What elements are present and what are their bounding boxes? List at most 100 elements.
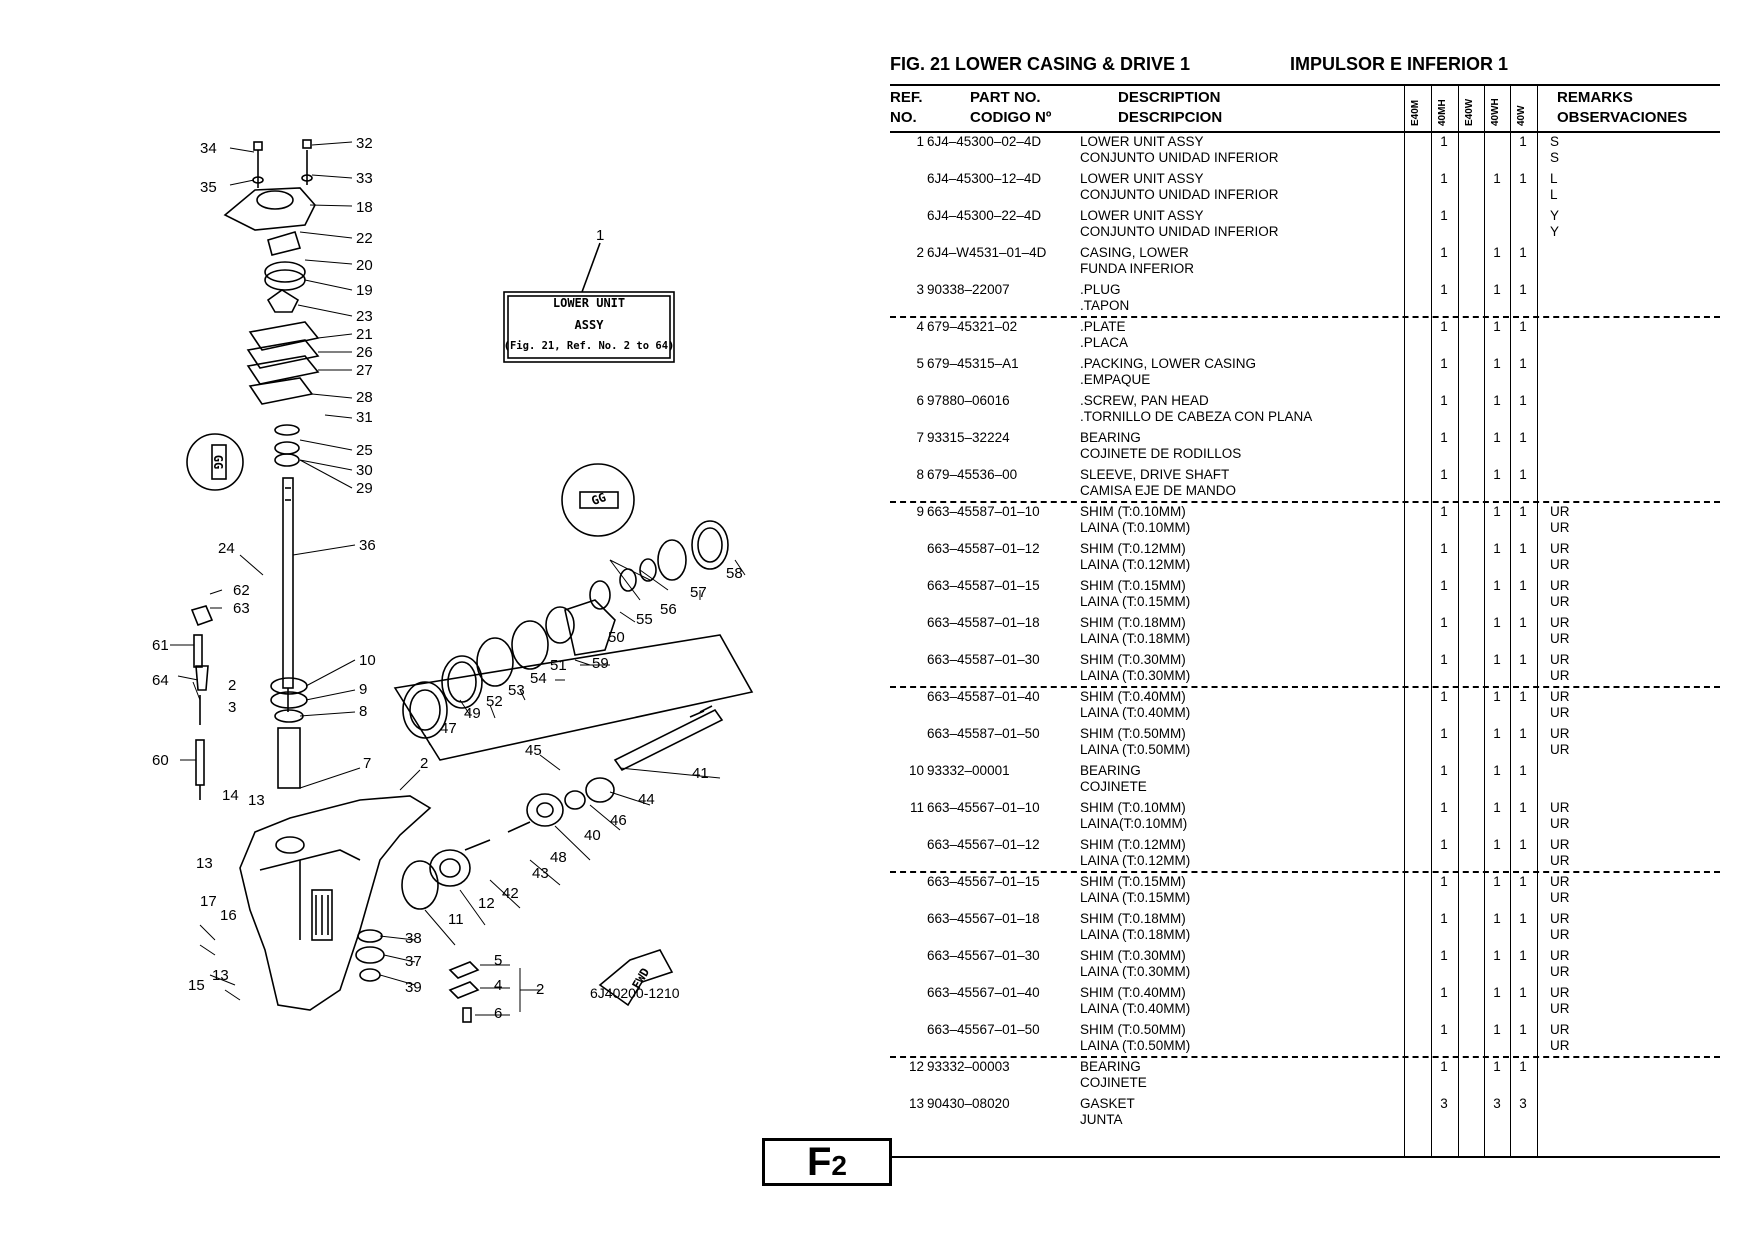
callout-39: 39 [405, 979, 422, 996]
quantity-cell: 1 [1440, 578, 1448, 593]
ref-number: 5 [916, 356, 924, 371]
quantity-cell: 1 [1440, 541, 1448, 556]
quantity-cell: 1 [1493, 319, 1501, 334]
ref-number: 3 [916, 282, 924, 297]
part-number: 93332–00003 [927, 1059, 1010, 1074]
quantity-cell: 1 [1519, 837, 1527, 852]
quantity-cell: 1 [1493, 948, 1501, 963]
part-number: 93315–32224 [927, 430, 1010, 445]
description-en: SHIM (T:0.12MM) [1080, 541, 1186, 556]
description-es: .TORNILLO DE CABEZA CON PLANA [1080, 409, 1313, 424]
callout-23: 23 [356, 308, 373, 325]
quantity-cell: 1 [1493, 245, 1501, 260]
callout-59: 59 [592, 655, 609, 672]
ref-number: 11 [909, 800, 924, 815]
description-es: .EMPAQUE [1080, 372, 1151, 387]
remark-code: L [1550, 187, 1558, 202]
callout-36: 36 [359, 537, 376, 554]
drive-shaft [282, 477, 294, 689]
quantity-cell: 1 [1519, 800, 1527, 815]
part-number: 6J4–45300–22–4D [927, 208, 1042, 223]
quantity-cell: 1 [1519, 578, 1527, 593]
stamp-line-2: ASSY [575, 318, 605, 332]
description-en: SHIM (T:0.30MM) [1080, 652, 1186, 667]
figure-title-spanish: IMPULSOR E INFERIOR 1 [1290, 54, 1509, 74]
description-es: LAINA(T:0.10MM) [1080, 816, 1188, 831]
quantity-cell: 1 [1519, 134, 1527, 149]
propeller-shaft [613, 708, 724, 772]
part-number: 6J4–45300–02–4D [927, 134, 1042, 149]
remark-code: UR [1550, 615, 1570, 630]
remark-code: UR [1550, 541, 1570, 556]
callout-43: 43 [532, 865, 549, 882]
part-number: 663–45587–01–12 [927, 541, 1040, 556]
part-number: 663–45567–01–40 [927, 985, 1040, 1000]
quantity-cell: 1 [1493, 911, 1501, 926]
callout-51: 51 [550, 657, 567, 674]
description-en: SHIM (T:0.50MM) [1080, 1022, 1186, 1037]
quantity-cell: 1 [1519, 726, 1527, 741]
ref-number: 4 [916, 319, 924, 334]
part-number: 663–45587–01–15 [927, 578, 1040, 593]
quantity-cell: 1 [1440, 689, 1448, 704]
remark-code: UR [1550, 557, 1570, 572]
quantity-cell: 1 [1440, 467, 1448, 482]
quantity-cell: 1 [1440, 282, 1448, 297]
col-divider [1404, 84, 1405, 1156]
quantity-cell: 1 [1493, 1022, 1501, 1037]
callout-31: 31 [356, 409, 373, 426]
quantity-cell: 1 [1493, 837, 1501, 852]
description-es: LAINA (T:0.30MM) [1080, 668, 1191, 683]
col-ref-en: REF. [890, 89, 923, 106]
quantity-cell: 1 [1440, 208, 1448, 223]
remark-code: UR [1550, 742, 1570, 757]
callout-21: 21 [356, 326, 373, 343]
description-en: .SCREW, PAN HEAD [1080, 393, 1209, 408]
quantity-cell: 1 [1519, 948, 1527, 963]
callout-19: 19 [356, 282, 373, 299]
remark-code: UR [1550, 1022, 1570, 1037]
callout-55: 55 [636, 611, 653, 628]
remark-code: UR [1550, 890, 1570, 905]
description-en: SHIM (T:0.50MM) [1080, 726, 1186, 741]
quantity-cell: 1 [1440, 800, 1448, 815]
quantity-cell: 1 [1519, 763, 1527, 778]
remark-code: UR [1550, 816, 1570, 831]
description-en: LOWER UNIT ASSY [1080, 171, 1204, 186]
description-en: SLEEVE, DRIVE SHAFT [1080, 467, 1230, 482]
quantity-cell: 1 [1440, 726, 1448, 741]
ref-number: 6 [916, 393, 924, 408]
quantity-cell: 1 [1440, 430, 1448, 445]
remark-code: UR [1550, 652, 1570, 667]
callout-18: 18 [356, 199, 373, 216]
callout-2c: 2 [536, 981, 544, 998]
callout-42: 42 [502, 885, 519, 902]
ref-number: 9 [916, 504, 924, 519]
description-es: COJINETE [1080, 779, 1147, 794]
ref-number: 8 [916, 467, 924, 482]
quantity-cell: 1 [1440, 985, 1448, 1000]
quantity-cell: 1 [1493, 652, 1501, 667]
remark-code: UR [1550, 726, 1570, 741]
description-es: LAINA (T:0.50MM) [1080, 742, 1191, 757]
callout-24: 24 [218, 540, 235, 557]
part-number: 663–45567–01–30 [927, 948, 1040, 963]
description-en: SHIM (T:0.40MM) [1080, 689, 1186, 704]
exploded-diagram: 34 35 32 33 18 22 20 19 23 21 26 27 28 3… [0, 0, 780, 1240]
col-divider [1484, 84, 1485, 1156]
callout-56: 56 [660, 601, 677, 618]
callout-labels: 34 35 32 33 18 22 20 19 23 21 26 27 28 3… [152, 135, 743, 1022]
description-es: COJINETE DE RODILLOS [1080, 446, 1242, 461]
